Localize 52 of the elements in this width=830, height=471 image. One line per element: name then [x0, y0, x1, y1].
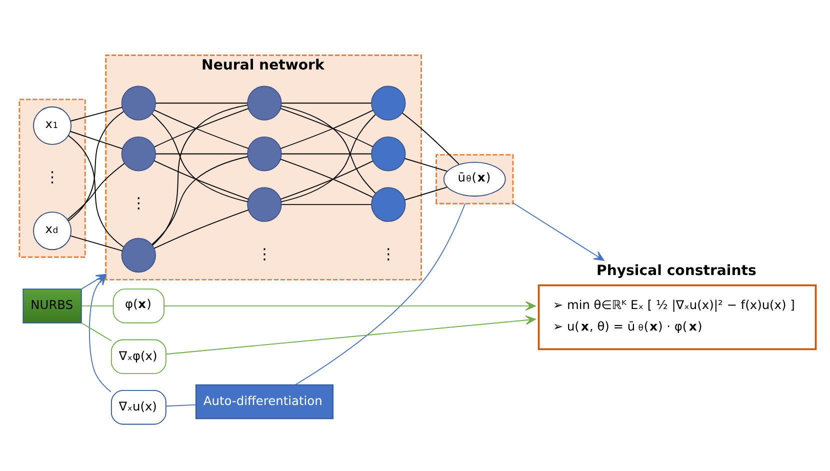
connector	[152, 104, 248, 246]
connector	[152, 112, 248, 202]
connector	[281, 204, 372, 205]
label: ⋮	[131, 194, 146, 212]
connector	[68, 134, 124, 247]
node-box: NURBS	[22, 288, 82, 323]
arrow	[512, 202, 604, 260]
connector	[402, 112, 460, 164]
node-label: Physical constraints	[596, 262, 756, 278]
connector	[68, 110, 124, 221]
label: ⋮	[44, 167, 60, 186]
node-box: ∇ₓφ(x)	[110, 338, 166, 374]
connector	[155, 102, 248, 104]
connector	[152, 156, 248, 244]
connector	[281, 152, 372, 154]
connector	[404, 158, 448, 172]
connector	[294, 202, 466, 385]
connector	[154, 160, 249, 200]
node-circle	[121, 136, 156, 171]
node-circle: xd	[33, 211, 72, 250]
connector	[67, 162, 125, 220]
arrow	[166, 314, 536, 354]
node-box: ∇ₓu(x)	[110, 389, 166, 424]
cluster	[436, 154, 514, 204]
label: ⋮	[380, 244, 396, 262]
node-circle	[247, 186, 282, 222]
node-box: φ(x)	[112, 288, 164, 323]
connector	[70, 106, 123, 121]
label: ⋮	[256, 244, 272, 262]
node-circle	[247, 136, 282, 171]
connector	[81, 304, 114, 306]
node-ellipse: ūθ(x)	[443, 161, 506, 196]
connector	[155, 152, 248, 154]
node-circle	[121, 237, 156, 272]
node-circle: x1	[33, 106, 72, 144]
connector	[280, 114, 376, 202]
cluster	[18, 98, 86, 258]
connector	[70, 130, 123, 149]
node-circle	[371, 136, 406, 171]
connector	[154, 208, 249, 248]
connector	[281, 102, 372, 104]
connector	[70, 234, 123, 251]
connector	[280, 104, 376, 194]
connector	[404, 186, 448, 200]
node-circle	[121, 85, 156, 120]
connector	[166, 404, 196, 406]
node-box: Auto-differentiation	[195, 384, 334, 419]
node-circle	[247, 85, 282, 120]
node-circle	[371, 186, 406, 222]
connector	[81, 322, 112, 341]
arrow	[164, 300, 536, 310]
node-circle	[371, 85, 406, 120]
